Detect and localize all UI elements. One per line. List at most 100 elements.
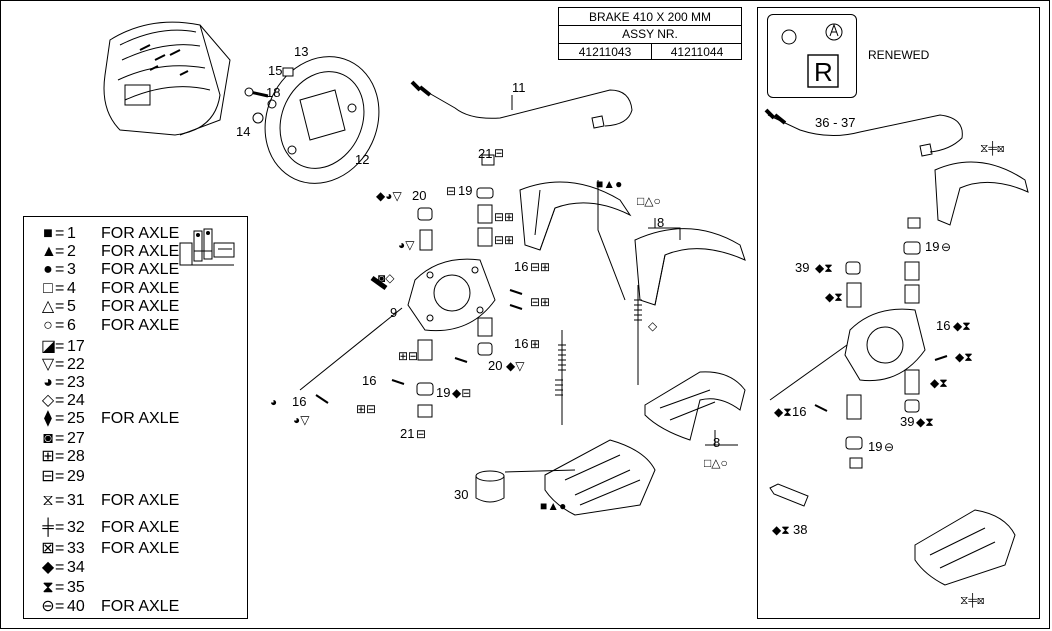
symbol-21b: ⊟ [416,427,427,441]
legend-note: FOR AXLE [101,225,180,242]
legend-number: 23 [67,374,85,391]
legend-equals: = [55,559,65,576]
legend-row: ◇ =24 [41,393,87,409]
legend-symbol-icon: ◇ [41,392,55,409]
legend-number: 29 [67,468,85,485]
symbol-39b: ◆⧗ [916,415,934,429]
legend-note: FOR AXLE [101,492,180,509]
legend-equals: = [55,356,65,373]
part-label-13: 13 [294,44,309,59]
grease-jar [475,469,576,503]
backing-plate [264,56,380,184]
legend-number: 28 [67,448,85,465]
renewed-small-parts [845,217,921,469]
grease-tube [769,483,809,507]
title-line-2: ASSY NR. [622,27,678,41]
legend-number: 5 [67,298,76,315]
symbol-16b: ⊞ [530,337,541,351]
brake-spider [407,258,496,332]
part-label-16d: 16 [292,394,307,409]
legend-number: 35 [67,579,85,596]
symbol-bolt-left: ◕▽ [293,413,310,427]
symbol-16e: ◆⧗ [953,319,971,333]
part-label-19a: 19 [458,183,473,198]
part-label-8b: 8 [713,435,721,450]
part-label-16c: 16 [362,373,377,388]
legend-number: 6 [67,317,76,334]
legend-row: ⧗ =35 [41,580,87,596]
legend-symbol-icon: ╪ [42,519,54,536]
symbol-renewed-bolt: ◆⧗ [955,350,973,364]
return-springs [555,285,642,425]
legend-row: ⊞ =28 [41,449,87,465]
legend-equals: = [55,225,65,242]
symbol-bolt-right: ⊟⊞ [530,295,551,309]
abs-sensor-cable [410,80,633,129]
legend-symbol-icon: ⧖ [42,492,54,509]
legend-note: FOR AXLE [101,243,180,260]
legend-number: 33 [67,540,85,557]
symbol-top-shoe: ■▲● [596,177,623,191]
legend-equals: = [55,448,65,465]
legend-box [23,216,248,619]
legend-symbol-icon: ◆ [41,559,55,576]
renewed-symbol-icon: R [781,23,843,88]
legend-number: 1 [67,225,76,242]
brake-shoe-right [634,228,746,306]
part-label-20a: 20 [412,188,427,203]
part-label-12: 12 [355,152,370,167]
brake-lining-lower [544,439,656,516]
legend-number: 2 [67,243,76,260]
symbol-left-roller: ◕▽ [398,238,415,252]
bushes-and-rollers [416,154,495,418]
legend-note: FOR AXLE [101,280,180,297]
legend-symbol-icon: ▽ [41,356,55,373]
renewed-parts-panel [757,7,1040,619]
legend-equals: = [55,338,65,355]
symbol-30: ■▲● [540,499,567,513]
symbol-16a: ⊟⊞ [530,260,551,274]
legend-note: FOR AXLE [101,317,180,334]
legend-equals: = [55,317,65,334]
symbol-8a: □△○ [637,194,661,208]
legend-equals: = [55,374,65,391]
legend-symbol-icon: ⊟ [41,468,55,485]
legend-number: 27 [67,430,85,447]
legend-number: 34 [67,559,85,576]
legend-symbol-icon: ◙ [43,430,53,447]
symbol-renewed-lining: ⧖╪⊠ [960,593,985,607]
legend-row: ■ =1 FOR AXLE [41,226,179,242]
symbol-21a: ⊟ [494,146,505,160]
part-label-11: 11 [512,80,526,95]
legend-symbol-icon: ▲ [41,243,57,260]
symbol-16f: ◆⧗ [774,405,792,419]
legend-note: FOR AXLE [101,410,180,427]
legend-row: ▽ =22 [41,357,87,373]
assy-number-2: 41211044 [670,45,724,59]
small-fasteners [244,67,294,124]
renewed-r-mark: R [814,57,833,87]
part-label-21a: 21 [478,146,493,161]
part-label-14: 14 [236,124,251,139]
renewed-symbol-box: R [767,14,857,98]
symbol-spring: ◇ [648,319,658,333]
abs-cable-renewed [764,108,963,157]
part-label-19b: 19 [436,385,451,400]
legend-symbol-icon: ⧗ [42,579,54,596]
title-block: BRAKE 410 X 200 MM ASSY NR. 41211043 412… [558,7,742,60]
brake-drum-housing [103,21,231,136]
legend-symbol-icon: △ [41,298,55,315]
legend-row: ◙ =27 [41,431,87,447]
part-label-16a: 16 [514,259,529,274]
legend-symbol-icon: ⊞ [41,448,55,465]
legend-symbol-icon: ■ [43,225,53,242]
legend-number: 40 [67,598,85,615]
legend-equals: = [55,280,65,297]
legend-symbol-icon: □ [43,280,53,297]
